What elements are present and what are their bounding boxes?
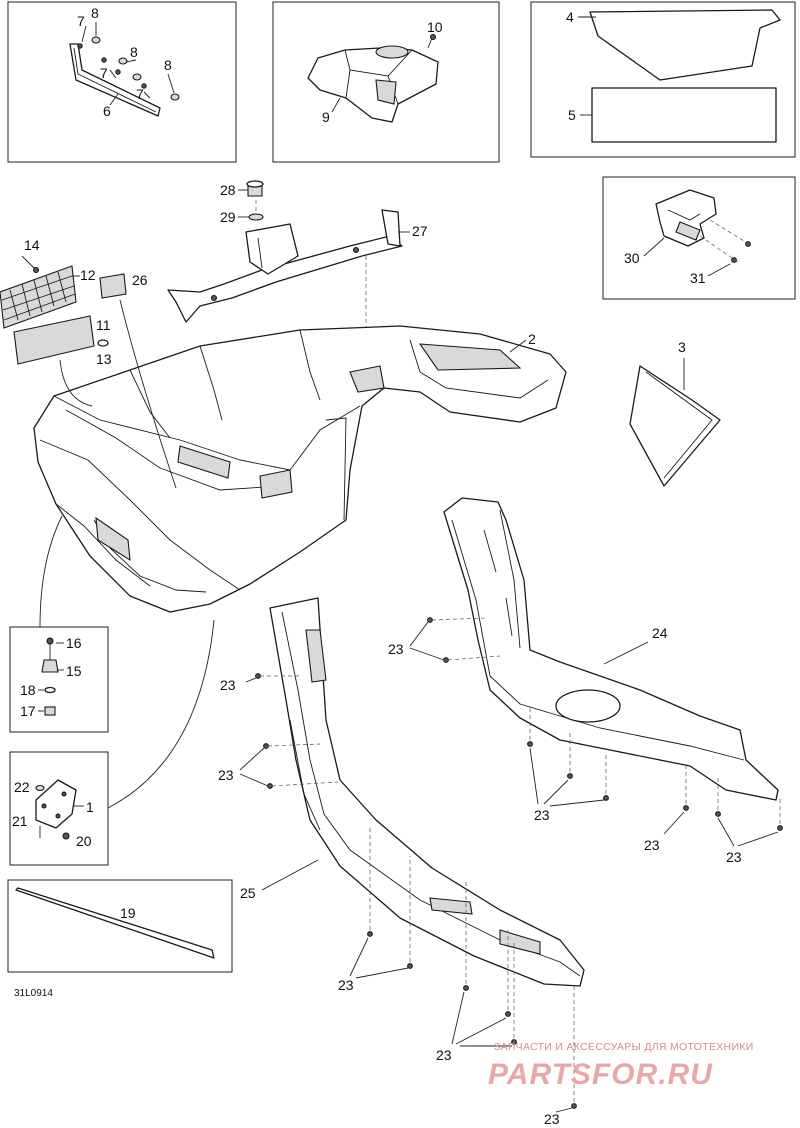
callout-12: 12: [80, 267, 96, 283]
box-rail-detail: [7, 1, 237, 163]
callout-23d: 23: [534, 807, 550, 823]
screw-23-dashlines: [260, 617, 781, 1102]
callout-17: 17: [20, 703, 36, 719]
callout-30: 30: [624, 250, 640, 266]
callout-7c: 7: [136, 86, 144, 102]
box-stripe-detail: [7, 879, 233, 973]
callout-24: 24: [652, 625, 668, 641]
callout-8a: 8: [91, 5, 99, 21]
stripe-decal-19: [15, 887, 215, 959]
callout-16: 16: [66, 635, 82, 651]
callout-28: 28: [220, 182, 236, 198]
bracket-part-27: [167, 209, 403, 323]
callout-8c: 8: [164, 57, 172, 73]
panel-part-3: [629, 365, 721, 487]
box-clip-detail: [602, 176, 796, 300]
callout-2: 2: [528, 331, 536, 347]
screw-23-group: [255, 617, 783, 1109]
callout-3: 3: [678, 339, 686, 355]
fastener-part-14: [21, 255, 39, 273]
callout-4: 4: [566, 9, 574, 25]
box-decal-detail: [530, 1, 796, 158]
watermark-tagline: ЗАПЧАСТИ И АКСЕССУАРЫ ДЛЯ МОТОТЕХНИКИ: [494, 1041, 754, 1053]
box-fastener-detail: [9, 626, 109, 733]
washer-part-13: [97, 339, 109, 347]
console-part-9: [307, 45, 439, 123]
callout-7b: 7: [100, 65, 108, 81]
callout-10: 10: [427, 19, 443, 35]
callout-20: 20: [76, 833, 92, 849]
callout-23h: 23: [436, 1047, 452, 1063]
plate-part-1: [35, 779, 77, 829]
pad-part-11: [13, 315, 95, 365]
callout-23i: 23: [544, 1111, 560, 1127]
callout-21: 21: [12, 813, 28, 829]
callout-23f: 23: [726, 849, 742, 865]
watermark-brand: PARTSFOR.RU: [488, 1058, 713, 1091]
callout-7a: 7: [77, 13, 85, 29]
callout-23c: 23: [218, 767, 234, 783]
screw-7-group: [81, 25, 151, 99]
callout-27: 27: [412, 223, 428, 239]
decal-part-5: [591, 87, 777, 143]
bumper-part-28: [246, 180, 264, 197]
panel-part-24: [443, 497, 779, 801]
screw-10: [427, 34, 436, 49]
callout-5: 5: [568, 107, 576, 123]
callout-1: 1: [86, 799, 94, 815]
rail-part-6: [69, 43, 161, 117]
callout-15: 15: [66, 663, 82, 679]
washer-part-29: [248, 213, 264, 221]
callout-11: 11: [96, 317, 111, 333]
screw-23-leaders: [239, 621, 779, 1113]
rivet-31-group: [699, 219, 753, 263]
callout-8b: 8: [130, 44, 138, 60]
washer-nut-8-group: [91, 36, 180, 101]
callout-13: 13: [96, 351, 112, 367]
mesh-part-12: [0, 265, 77, 329]
callout-9: 9: [322, 109, 330, 125]
body-part-2: [33, 325, 567, 613]
decal-part-4: [589, 9, 781, 81]
washer-part-22: [35, 784, 45, 792]
callout-22: 22: [14, 779, 30, 795]
fastener-stack-15-18: [41, 637, 59, 716]
callout-23a: 23: [388, 641, 404, 657]
callout-14: 14: [24, 237, 40, 253]
callout-23g: 23: [338, 977, 354, 993]
box-console-detail: [272, 1, 500, 163]
clip-part-30: [655, 189, 717, 247]
callout-23b: 23: [220, 677, 236, 693]
callout-31: 31: [690, 270, 706, 286]
box-plate-detail: [9, 751, 109, 866]
callout-26: 26: [132, 272, 148, 288]
callout-18: 18: [20, 682, 36, 698]
bracket-part-25: [269, 597, 585, 987]
callout-23e: 23: [644, 837, 660, 853]
diagram-code: 31L0914: [14, 988, 53, 999]
callout-25: 25: [240, 885, 256, 901]
pad-part-26: [99, 273, 127, 299]
callout-19: 19: [120, 905, 136, 921]
callout-6: 6: [103, 103, 111, 119]
callout-29: 29: [220, 209, 236, 225]
fastener-part-20: [62, 832, 70, 840]
